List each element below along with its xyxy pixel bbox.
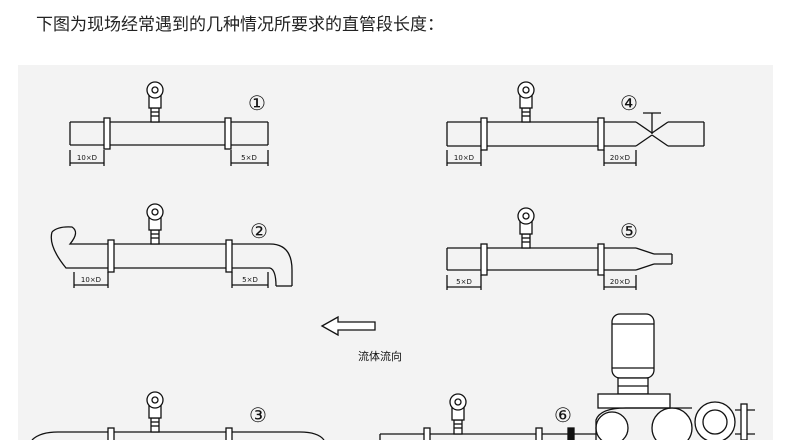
valve-icon xyxy=(643,112,661,134)
length-label: 10×D xyxy=(77,154,97,162)
transmitter-icon xyxy=(146,391,164,433)
case-2: 10×D 5×D ② xyxy=(50,203,293,288)
case-number: ① xyxy=(248,91,266,115)
transmitter-icon xyxy=(146,203,164,245)
flange xyxy=(535,427,543,440)
length-label: 5×D xyxy=(456,278,472,286)
flange xyxy=(107,239,115,273)
flange xyxy=(480,117,488,151)
flow-arrow-icon xyxy=(320,315,376,337)
case-3: ③ xyxy=(31,391,325,440)
transmitter-icon xyxy=(146,81,164,123)
flange xyxy=(225,239,233,273)
case-number: ② xyxy=(250,219,268,243)
case-6: ⑥ xyxy=(379,313,755,440)
length-label: 10×D xyxy=(81,276,101,284)
flange xyxy=(423,427,431,440)
pump-icon xyxy=(575,313,755,440)
page-heading: 下图为现场经常遇到的几种情况所要求的直管段长度： xyxy=(36,15,444,35)
transmitter-icon xyxy=(517,207,535,249)
flange xyxy=(597,243,605,276)
flange xyxy=(224,117,232,150)
length-label: 5×D xyxy=(241,154,257,162)
transmitter-icon xyxy=(517,81,535,123)
flange xyxy=(103,117,111,150)
flange xyxy=(107,427,115,440)
case-number: ③ xyxy=(249,403,267,427)
case-number: ⑥ xyxy=(554,403,572,427)
length-label: 20×D xyxy=(610,278,630,286)
length-label: 20×D xyxy=(610,154,630,162)
flange xyxy=(480,243,488,276)
case-number: ④ xyxy=(620,91,638,115)
case-4: 10×D 20×D ④ xyxy=(446,81,705,166)
case-5: 5×D 20×D ⑤ xyxy=(446,207,673,290)
length-label: 10×D xyxy=(454,154,474,162)
case-1: 10×D 5×D ① xyxy=(69,81,269,166)
flange xyxy=(597,117,605,151)
length-label: 5×D xyxy=(242,276,258,284)
transmitter-icon xyxy=(449,393,467,435)
flow-direction-label: 流体流向 xyxy=(358,349,402,363)
flange xyxy=(567,427,575,440)
flange xyxy=(225,427,233,440)
case-number: ⑤ xyxy=(620,219,638,243)
